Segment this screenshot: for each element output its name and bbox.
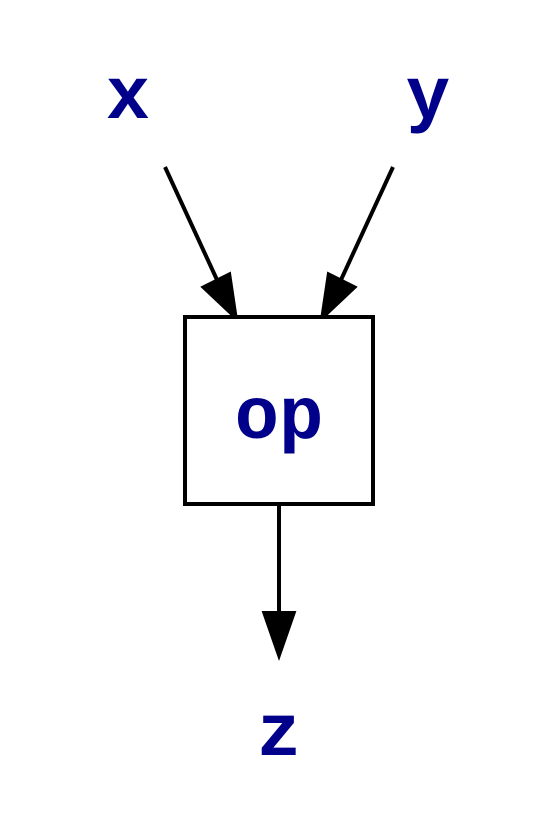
- edge-y-to-op: [319, 166, 395, 323]
- edge-x-to-op: [163, 166, 239, 323]
- node-z-label: z: [257, 694, 301, 778]
- node-y-label: y: [406, 57, 450, 141]
- node-x-label: x: [106, 57, 150, 141]
- edge-y-to-op-line: [338, 166, 395, 283]
- node-op: op: [183, 315, 375, 506]
- edge-op-to-z-arrowhead: [261, 611, 297, 662]
- edge-x-to-op-arrowhead: [200, 271, 239, 323]
- edge-op-to-z: [261, 504, 297, 662]
- node-z: z: [257, 694, 301, 778]
- node-op-label: op: [235, 377, 324, 461]
- node-op-box: [183, 315, 375, 506]
- node-y: y: [406, 57, 450, 141]
- node-x: x: [106, 57, 150, 141]
- edge-x-to-op-line: [163, 166, 220, 283]
- edge-y-to-op-arrowhead: [319, 271, 358, 323]
